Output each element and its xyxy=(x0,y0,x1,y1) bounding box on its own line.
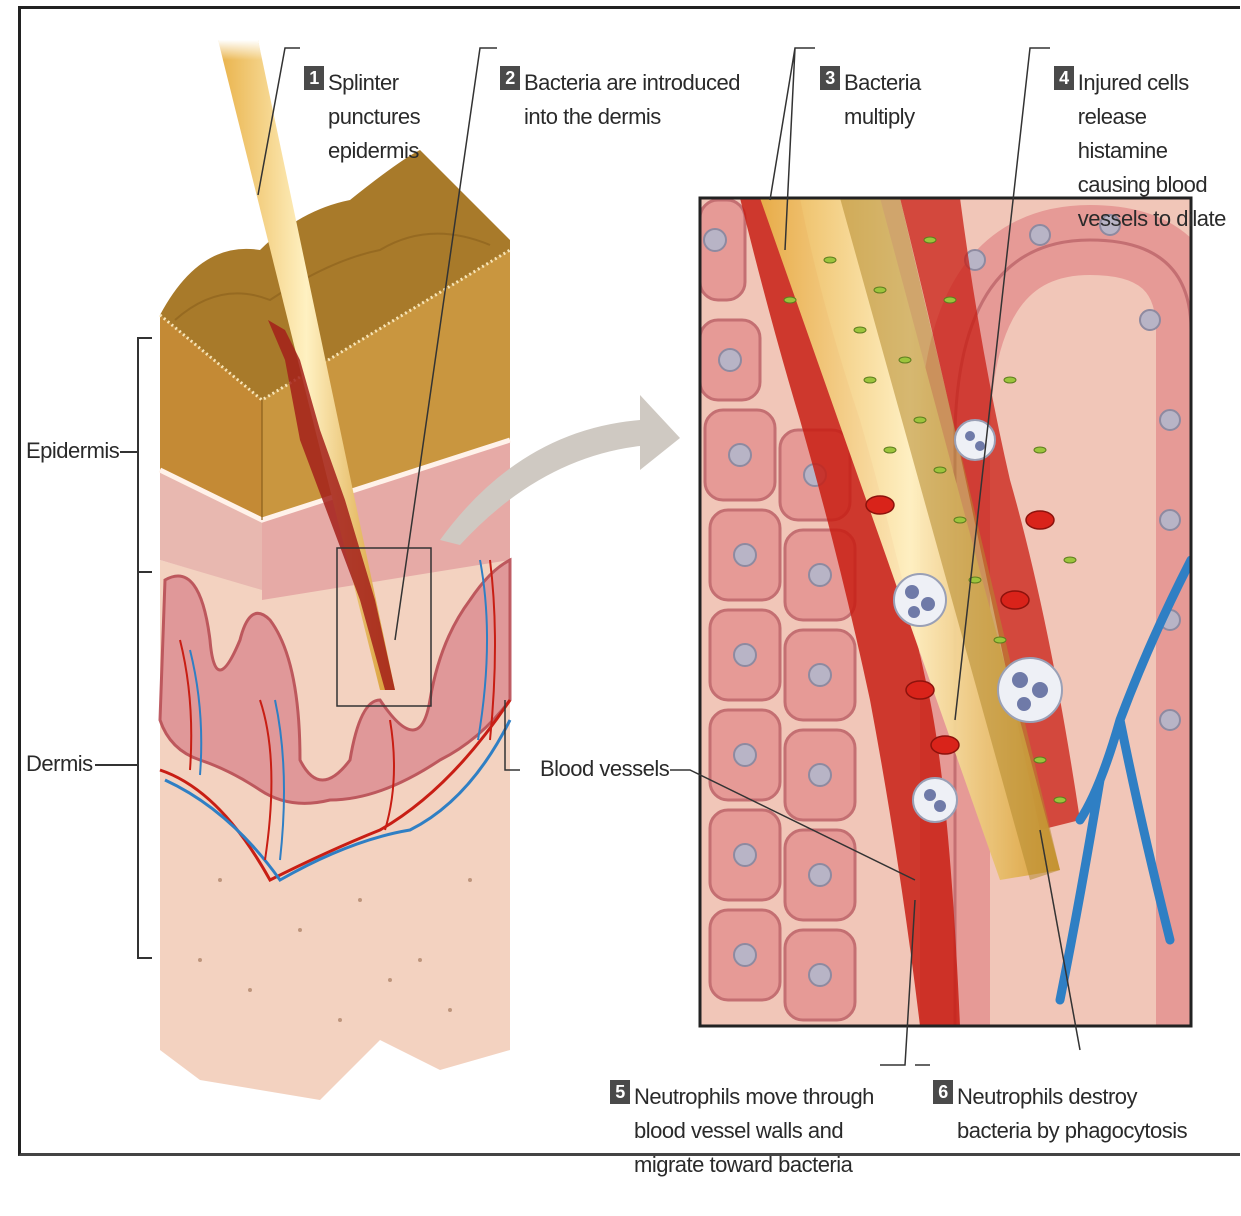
deep-dermis xyxy=(160,530,510,1100)
step-5-number: 5 xyxy=(610,1080,630,1104)
step-2-number: 2 xyxy=(500,66,520,90)
step-5-text: Neutrophils move through blood vessel wa… xyxy=(634,1080,874,1182)
step-2-text: Bacteria are introduced into the dermis xyxy=(524,66,740,134)
step-6-text: Neutrophils destroy bacteria by phagocyt… xyxy=(957,1080,1187,1148)
step-1-text: Splinter punctures epidermis xyxy=(328,66,420,168)
epidermis-label: Epidermis xyxy=(26,438,119,464)
step-1-number: 1 xyxy=(304,66,324,90)
step-6-number: 6 xyxy=(933,1080,953,1104)
step-4-text: Injured cells release histamine causing … xyxy=(1078,66,1240,236)
step-3-text: Bacteria multiply xyxy=(844,66,921,134)
zoom-panel xyxy=(700,198,1191,1026)
step-4-number: 4 xyxy=(1054,66,1074,90)
blood-vessels-label: Blood vessels xyxy=(540,756,669,782)
layer-brackets xyxy=(95,338,152,958)
step-3-number: 3 xyxy=(820,66,840,90)
dermis-label: Dermis xyxy=(26,751,93,777)
